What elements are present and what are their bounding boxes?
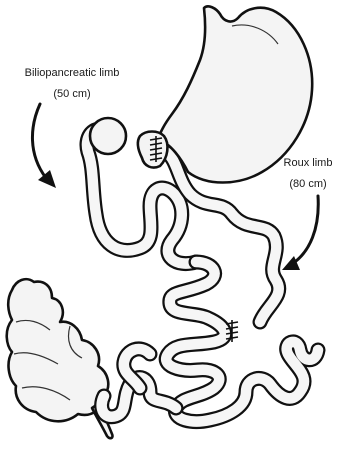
duodenal-stump — [90, 118, 126, 154]
roux-limb-length: (80 cm) — [272, 177, 344, 192]
biliopancreatic-arrow — [32, 104, 56, 188]
biliopancreatic-limb-label: Biliopancreatic limb (50 cm) — [2, 66, 142, 102]
biliopancreatic-limb-name: Biliopancreatic limb — [2, 66, 142, 81]
roux-limb-name: Roux limb — [272, 156, 344, 171]
roux-limb-label: Roux limb (80 cm) — [272, 156, 344, 192]
roux-arrow — [282, 196, 318, 270]
biliopancreatic-limb-length: (50 cm) — [2, 87, 142, 102]
